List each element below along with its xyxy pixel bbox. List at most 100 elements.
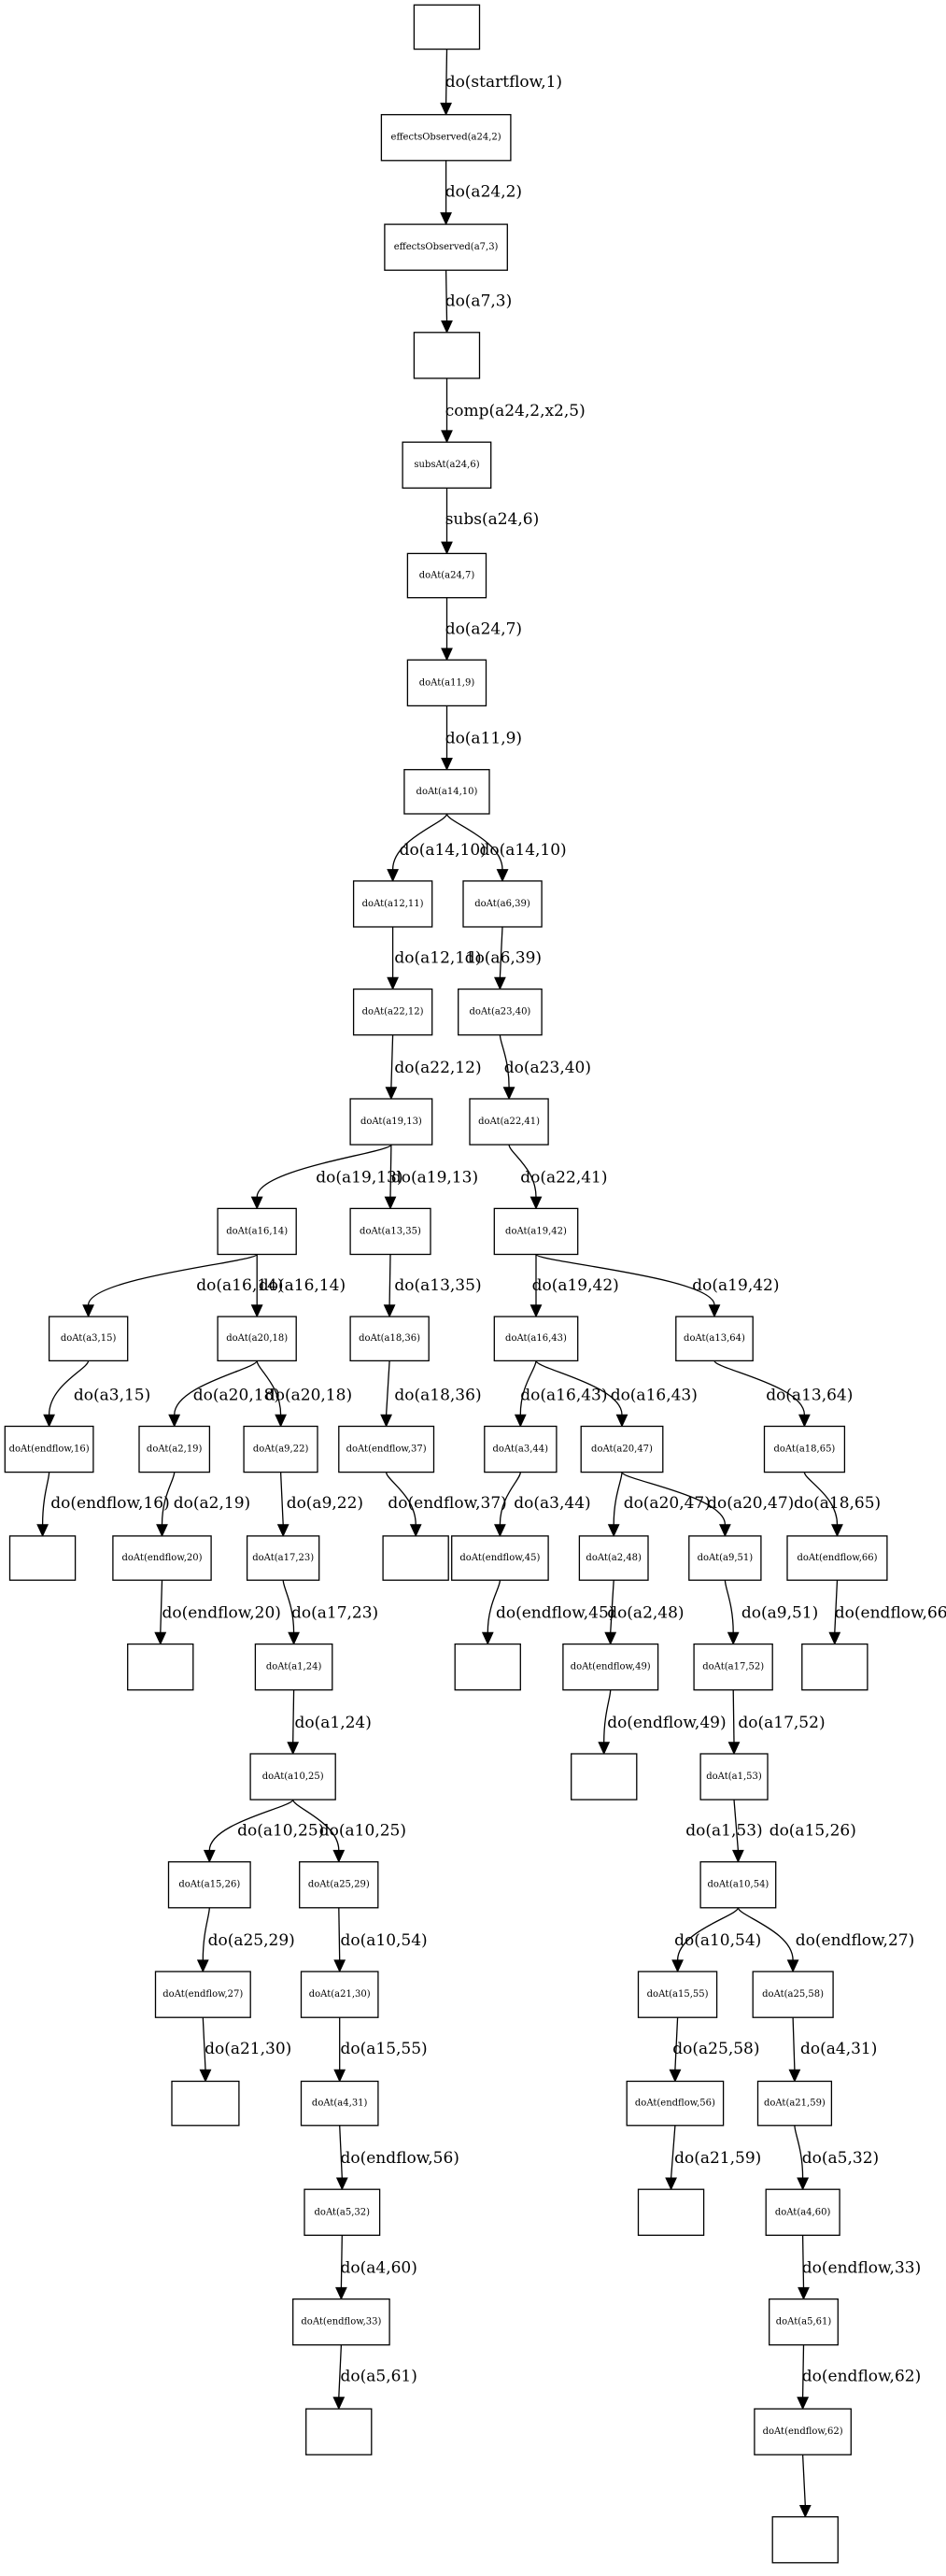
- state-node-box: [769, 2298, 839, 2346]
- transition-edge: do(a1,53): [685, 1800, 763, 1863]
- state-node-label: doAt(a11,9): [419, 677, 475, 688]
- transition-line: [279, 1472, 284, 1525]
- transition-label: do(a16,14): [196, 1276, 283, 1295]
- state-node-box: [254, 1643, 333, 1691]
- state-node-box: [112, 1535, 212, 1581]
- arrowhead: [604, 1631, 617, 1645]
- arrowhead: [385, 1087, 398, 1101]
- arrowhead: [250, 1304, 263, 1318]
- state-node-box: [484, 1425, 558, 1473]
- state-node-label: doAt(a16,14): [226, 1227, 288, 1237]
- arrowhead: [332, 2397, 346, 2411]
- transition-edge: do(endflow,37): [385, 1472, 507, 1538]
- state-node-label: doAt(a3,44): [493, 1445, 549, 1455]
- transition-edge: do(a1,24): [287, 1689, 372, 1756]
- transition-label: do(a25,29): [208, 1931, 295, 1950]
- state-node-box: [305, 2408, 373, 2455]
- transition-edge: do(a10,25): [203, 1799, 324, 1863]
- transition-edge: do(a13,64): [713, 1359, 853, 1428]
- transition-label: do(a2,48): [607, 1604, 684, 1623]
- arrowhead: [440, 102, 452, 116]
- transition-edge: do(a16,14): [82, 1253, 283, 1318]
- arrowhead: [727, 1631, 740, 1645]
- transition-label: do(a16,14): [259, 1276, 346, 1295]
- state-node-label: doAt(endflow,66): [797, 1553, 877, 1563]
- state-node-label: doAt(a10,54): [707, 1880, 769, 1890]
- transition-label: do(a20,47): [624, 1494, 711, 1513]
- arrowhead: [383, 1304, 396, 1318]
- state-node: doAt(a2,48): [578, 1535, 649, 1581]
- state-node: doAt(a4,60): [765, 2188, 840, 2236]
- transition-edge: do(a9,51): [724, 1580, 818, 1645]
- arrowhead: [203, 1849, 216, 1863]
- state-node-box: [693, 1643, 773, 1691]
- transition-edge: do(a6,39): [465, 926, 542, 990]
- transition-line: [202, 1907, 210, 1960]
- state-node: [305, 2408, 373, 2455]
- state-node: doAt(a13,35): [349, 1207, 431, 1256]
- transition-label: do(a19,13): [391, 1168, 478, 1187]
- transition-line: [41, 1472, 50, 1525]
- arrowhead: [514, 1414, 527, 1428]
- transition-label: do(a24,7): [445, 619, 522, 638]
- arrowhead: [529, 1196, 543, 1210]
- state-node: doAt(a3,15): [48, 1316, 129, 1362]
- state-node-label: doAt(a15,26): [178, 1880, 240, 1890]
- state-node-box: [304, 2188, 381, 2236]
- transition-label: do(a17,23): [291, 1604, 378, 1623]
- transition-edge: do(endflow,49): [598, 1689, 727, 1756]
- state-node: doAt(a16,14): [217, 1207, 297, 1256]
- state-node-label: doAt(a2,19): [147, 1445, 203, 1455]
- state-node: doAt(a17,23): [246, 1535, 320, 1581]
- transition-edge: do(a20,18): [168, 1360, 280, 1428]
- state-node-label: doAt(endflow,49): [571, 1662, 651, 1672]
- transition-label: do(a3,44): [514, 1494, 590, 1513]
- state-node-box: [167, 1861, 251, 1909]
- state-node: [127, 1643, 194, 1691]
- transition-edge: comp(a24,2,x2,5): [441, 377, 586, 444]
- state-node-box: [349, 1316, 430, 1362]
- arrowhead: [332, 1849, 346, 1863]
- transition-edge: do(a20,18): [256, 1360, 352, 1428]
- transition-label: subs(a24,6): [445, 510, 540, 529]
- state-node: doAt(a16,43): [493, 1316, 579, 1362]
- transition-edge: do(endflow,16): [36, 1472, 170, 1538]
- state-node-label: doAt(endflow,27): [162, 1989, 243, 2000]
- state-node-box: [300, 1971, 379, 2018]
- transition-label: do(endflow,20): [162, 1604, 281, 1623]
- state-node-box: [380, 114, 512, 162]
- state-node: doAt(a9,22): [243, 1425, 318, 1473]
- transition-edge: do(a21,30): [205, 2017, 346, 2083]
- transition-label: do(a10,25): [319, 1822, 406, 1841]
- arrowhead: [196, 1959, 209, 1973]
- transition-label: do(a24,2): [445, 182, 522, 201]
- arrowhead: [440, 212, 452, 226]
- transition-label: do(a9,22): [287, 1494, 363, 1513]
- arrowhead: [199, 2069, 212, 2083]
- transition-line: [208, 1799, 294, 1851]
- transition-line: [499, 1034, 510, 1088]
- transition-edge: do(a20,47): [621, 1471, 794, 1538]
- state-node-label: doAt(a2,48): [586, 1553, 642, 1563]
- state-node-box: [171, 2080, 240, 2127]
- transition-line: [713, 1359, 806, 1416]
- transition-line: [48, 1360, 90, 1416]
- state-node-box: [493, 1316, 579, 1362]
- state-node-box: [413, 4, 481, 50]
- transition-label: do(endflow,56): [341, 2149, 459, 2168]
- arrowhead: [276, 1524, 289, 1538]
- arrowhead: [154, 1631, 167, 1645]
- transition-label: do(a16,43): [611, 1387, 698, 1405]
- state-node-box: [338, 1425, 435, 1473]
- state-node-label: doAt(endflow,62): [763, 2427, 843, 2437]
- transition-label: do(a15,26): [770, 1822, 856, 1841]
- transition-label: do(a4,31): [800, 2040, 877, 2058]
- state-node: doAt(a25,29): [299, 1861, 379, 1909]
- state-node: doAt(a1,24): [254, 1643, 333, 1691]
- state-node-box: [637, 1971, 718, 2018]
- transition-line: [801, 2235, 805, 2288]
- arrowhead: [333, 1959, 346, 1973]
- transition-line: [794, 2125, 804, 2179]
- node-layer: effectsObserved(a24,2)effectsObserved(a7…: [4, 4, 888, 2564]
- transition-line: [733, 1800, 740, 1851]
